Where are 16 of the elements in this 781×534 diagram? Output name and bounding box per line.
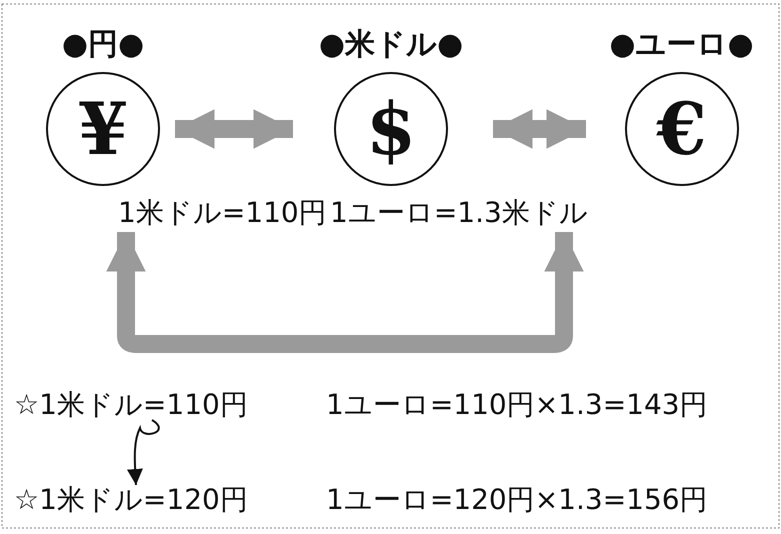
exchange-rate-text: ☆1米ドル=120円: [14, 483, 248, 517]
arrow: [127, 419, 160, 486]
currency-symbol-circle: $: [334, 72, 448, 186]
arrow: [175, 109, 293, 149]
exchange-rate-text: 1ユーロ=1.3米ドル: [330, 196, 588, 230]
arrow: [493, 109, 586, 149]
currency-heading: ●円●: [60, 28, 146, 62]
exchange-rate-text: 1米ドル=110円: [118, 196, 327, 230]
exchange-rate-text: ☆1米ドル=110円: [14, 388, 248, 422]
arrow: [106, 232, 584, 353]
currency-heading: ●米ドル●: [318, 28, 464, 62]
currency-symbol-circle: ¥: [46, 72, 160, 186]
exchange-rate-text: 1ユーロ=110円×1.3=143円: [326, 388, 708, 422]
exchange-rate-text: 1ユーロ=120円×1.3=156円: [326, 483, 708, 517]
currency-symbol-circle: €: [624, 72, 738, 186]
currency-heading: ●ユーロ●: [608, 28, 755, 62]
